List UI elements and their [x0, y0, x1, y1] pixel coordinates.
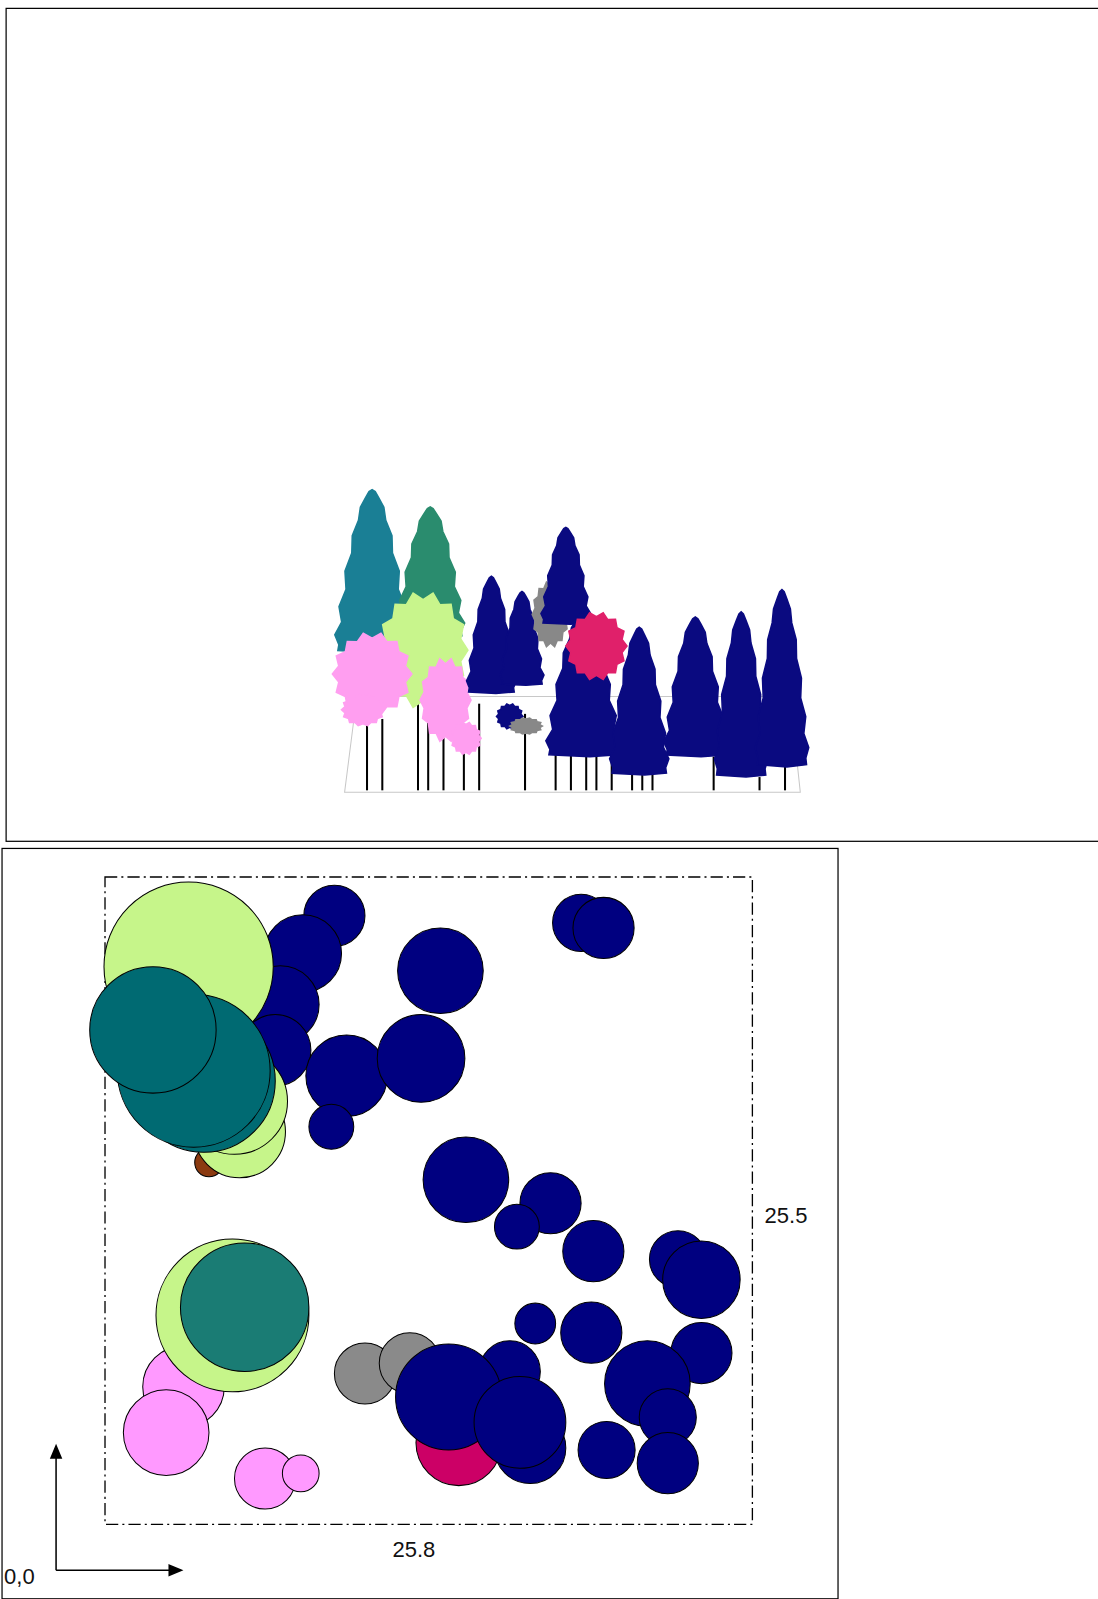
crown-circle	[563, 1221, 624, 1282]
tree-stem	[585, 755, 587, 791]
plan-panel	[2, 848, 838, 1598]
tree-crown	[755, 589, 809, 766]
crown-circle	[398, 928, 484, 1014]
dimension-label: 25.8	[393, 1539, 436, 1561]
profile-panel	[6, 8, 1098, 841]
crown-circle	[90, 967, 216, 1093]
tree-stem	[570, 755, 572, 791]
tree-stem	[713, 757, 715, 791]
crown-circle	[663, 1241, 740, 1318]
tree-crown	[342, 694, 385, 726]
crown-circle	[561, 1302, 622, 1363]
tree-stem	[381, 719, 383, 790]
dimension-label: 25.5	[765, 1205, 808, 1227]
crown-circle	[515, 1303, 556, 1344]
crown-circle	[474, 1377, 566, 1469]
tree-crown	[541, 527, 591, 624]
crown-circle	[423, 1137, 509, 1223]
crown-circle	[309, 1104, 354, 1149]
tree-stem	[759, 777, 761, 790]
tree-crown	[566, 613, 627, 680]
axes	[51, 1446, 181, 1575]
crown-circle	[156, 1239, 309, 1392]
crown-circle	[123, 1390, 209, 1476]
tree-stem	[463, 750, 465, 791]
tree-stem	[555, 755, 557, 791]
crown-circle	[637, 1433, 698, 1494]
tree-stem	[442, 734, 444, 790]
tree-stem	[784, 767, 786, 790]
tree-stem	[478, 704, 480, 791]
crown-circle	[494, 1204, 539, 1249]
tree-stem	[417, 704, 419, 791]
crown-map	[90, 882, 740, 1509]
dimension-label: 0,0	[4, 1566, 35, 1588]
tree-crown	[510, 718, 543, 734]
crown-circle	[306, 1035, 388, 1117]
crown-circle	[573, 897, 634, 958]
crown-circle	[180, 1243, 308, 1371]
tree-crown	[451, 722, 482, 754]
crown-circle	[282, 1455, 319, 1492]
crown-circle	[578, 1421, 635, 1478]
tree-stem	[641, 775, 643, 790]
crown-circle	[377, 1015, 465, 1103]
tree-profiles	[332, 490, 808, 791]
tree-crown	[610, 627, 669, 775]
